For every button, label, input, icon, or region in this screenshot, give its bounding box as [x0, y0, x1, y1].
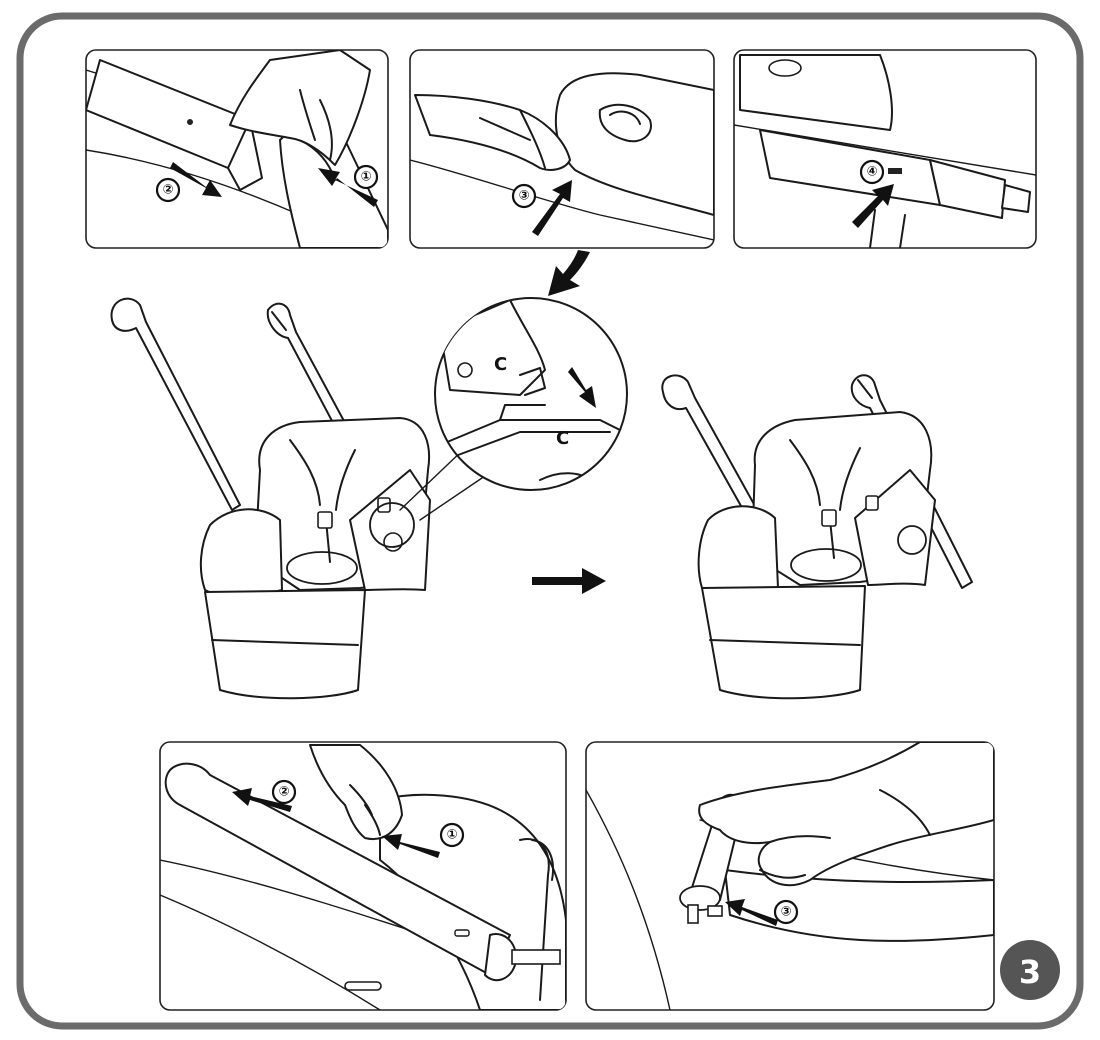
callout-detail: C C — [435, 298, 640, 490]
svg-text:②: ② — [278, 785, 289, 800]
panel-3-slide-tube: ④ — [734, 50, 1036, 248]
marker-3: ③ — [513, 185, 535, 207]
step-badge: 3 — [1000, 940, 1060, 1000]
svg-text:①: ① — [446, 828, 457, 843]
svg-text:③: ③ — [780, 905, 791, 920]
callout-label-c-bottom: C — [556, 428, 569, 449]
marker-1: ① — [441, 824, 463, 846]
seat-left-before — [112, 299, 430, 699]
svg-text:④: ④ — [866, 165, 877, 180]
panel-4-remove-handle: ① ② — [160, 742, 566, 1010]
marker-3: ③ — [775, 901, 797, 923]
next-step-arrow-icon — [532, 568, 606, 594]
curved-arrow-icon — [548, 250, 590, 296]
svg-text:②: ② — [162, 183, 173, 198]
seat-right-after — [662, 375, 972, 698]
svg-text:③: ③ — [518, 189, 529, 204]
panel-5-press-release: ③ — [586, 742, 994, 1010]
panel-2-press-button: ③ — [410, 50, 714, 248]
marker-2: ② — [157, 179, 179, 201]
svg-text:①: ① — [360, 170, 371, 185]
marker-1: ① — [355, 166, 377, 188]
marker-4: ④ — [861, 161, 883, 183]
step-number: 3 — [1019, 953, 1041, 991]
panel-1-release-handle: ① ② — [86, 50, 388, 248]
marker-2: ② — [273, 781, 295, 803]
callout-label-c-top: C — [494, 354, 507, 375]
